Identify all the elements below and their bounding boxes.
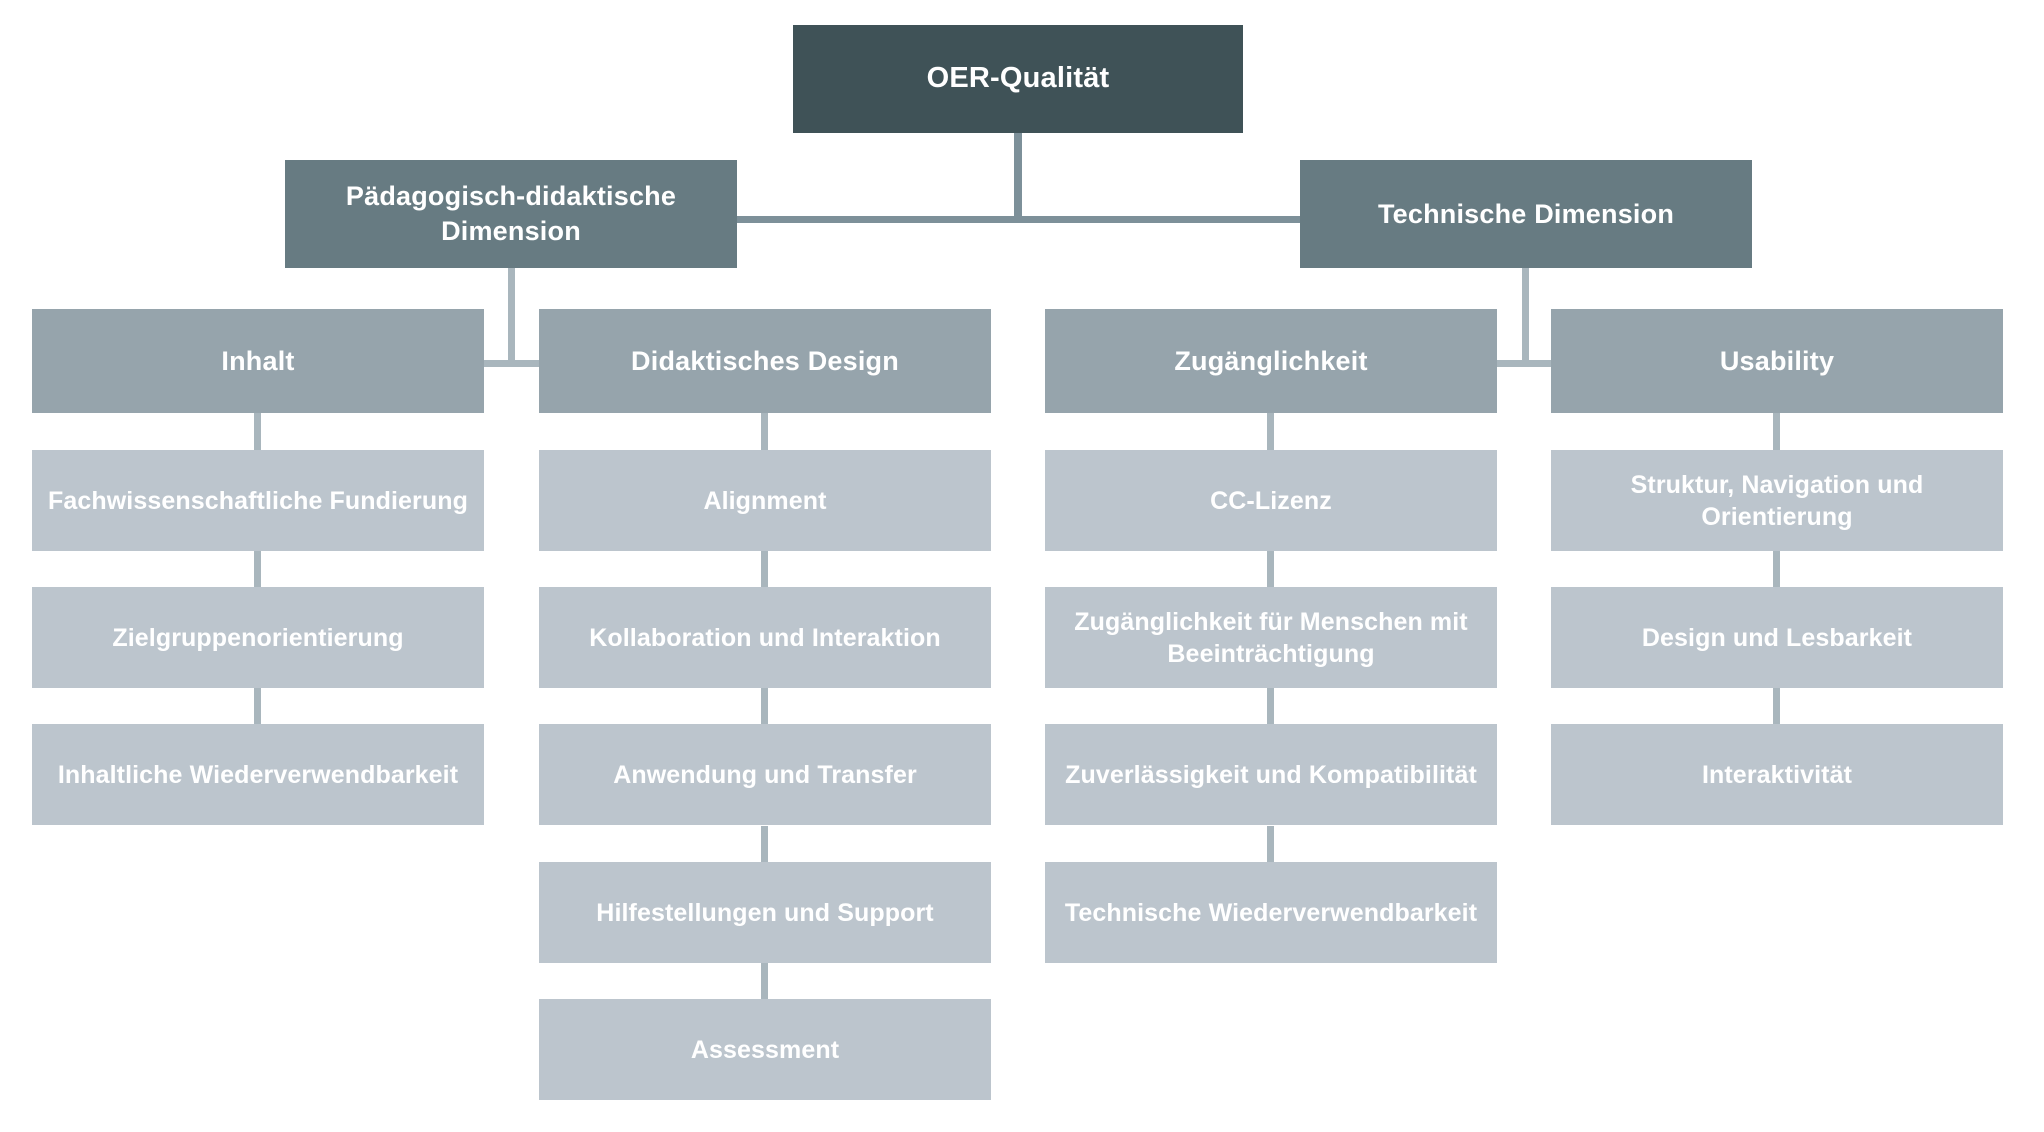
connector-usability-1	[1773, 413, 1780, 451]
node-dimension-paedagogisch-didaktische[interactable]: Pädagogisch-didaktische Dimension	[285, 160, 737, 268]
node-criterion-zielgruppenorientierung[interactable]: Zielgruppenorientierung	[32, 587, 484, 688]
node-criterion-hilfestellungen-und-support[interactable]: Hilfestellungen und Support	[539, 862, 991, 963]
node-criterion-zugaenglichkeit-fuer-menschen-mit-beeintraechtigung[interactable]: Zugänglichkeit für Menschen mit Beeinträ…	[1045, 587, 1497, 688]
connector-usability-3	[1773, 688, 1780, 725]
node-criterion-assessment[interactable]: Assessment	[539, 999, 991, 1100]
connector-didaktik-5	[761, 963, 768, 1000]
connector-zugang-2	[1267, 551, 1274, 588]
connector-left-dimension-stem	[508, 268, 515, 367]
connector-inhalt-3	[254, 688, 261, 725]
connector-dimension-bus	[700, 216, 1340, 223]
connector-usability-2	[1773, 551, 1780, 588]
node-criterion-interaktivitaet[interactable]: Interaktivität	[1551, 724, 2003, 825]
connector-left-category-bus	[450, 360, 573, 367]
node-criterion-technische-wiederverwendbarkeit[interactable]: Technische Wiederverwendbarkeit	[1045, 862, 1497, 963]
connector-zugang-1	[1267, 413, 1274, 451]
node-category-inhalt[interactable]: Inhalt	[32, 309, 484, 413]
node-category-usability[interactable]: Usability	[1551, 309, 2003, 413]
node-criterion-zuverlaessigkeit-und-kompatibilitaet[interactable]: Zuverlässigkeit und Kompatibilität	[1045, 724, 1497, 825]
node-criterion-kollaboration-und-interaktion[interactable]: Kollaboration und Interaktion	[539, 587, 991, 688]
node-category-didaktisches-design[interactable]: Didaktisches Design	[539, 309, 991, 413]
node-root-oer-qualitaet[interactable]: OER-Qualität	[793, 25, 1243, 133]
connector-root-stem	[1014, 133, 1022, 223]
node-criterion-alignment[interactable]: Alignment	[539, 450, 991, 551]
connector-zugang-3	[1267, 688, 1274, 725]
node-criterion-inhaltliche-wiederverwendbarkeit[interactable]: Inhaltliche Wiederverwendbarkeit	[32, 724, 484, 825]
node-criterion-fachwissenschaftliche-fundierung[interactable]: Fachwissenschaftliche Fundierung	[32, 450, 484, 551]
node-category-zugaenglichkeit[interactable]: Zugänglichkeit	[1045, 309, 1497, 413]
connector-didaktik-3	[761, 688, 768, 725]
node-criterion-anwendung-und-transfer[interactable]: Anwendung und Transfer	[539, 724, 991, 825]
connector-inhalt-2	[254, 551, 261, 588]
node-criterion-struktur-navigation-und-orientierung[interactable]: Struktur, Navigation und Orientierung	[1551, 450, 2003, 551]
connector-inhalt-1	[254, 413, 261, 451]
connector-right-category-bus	[1464, 360, 1587, 367]
connector-didaktik-1	[761, 413, 768, 451]
node-criterion-design-und-lesbarkeit[interactable]: Design und Lesbarkeit	[1551, 587, 2003, 688]
connector-zugang-4	[1267, 826, 1274, 863]
node-dimension-technische[interactable]: Technische Dimension	[1300, 160, 1752, 268]
connector-didaktik-2	[761, 551, 768, 588]
connector-didaktik-4	[761, 826, 768, 863]
node-criterion-cc-lizenz[interactable]: CC-Lizenz	[1045, 450, 1497, 551]
connector-right-dimension-stem	[1522, 268, 1529, 367]
